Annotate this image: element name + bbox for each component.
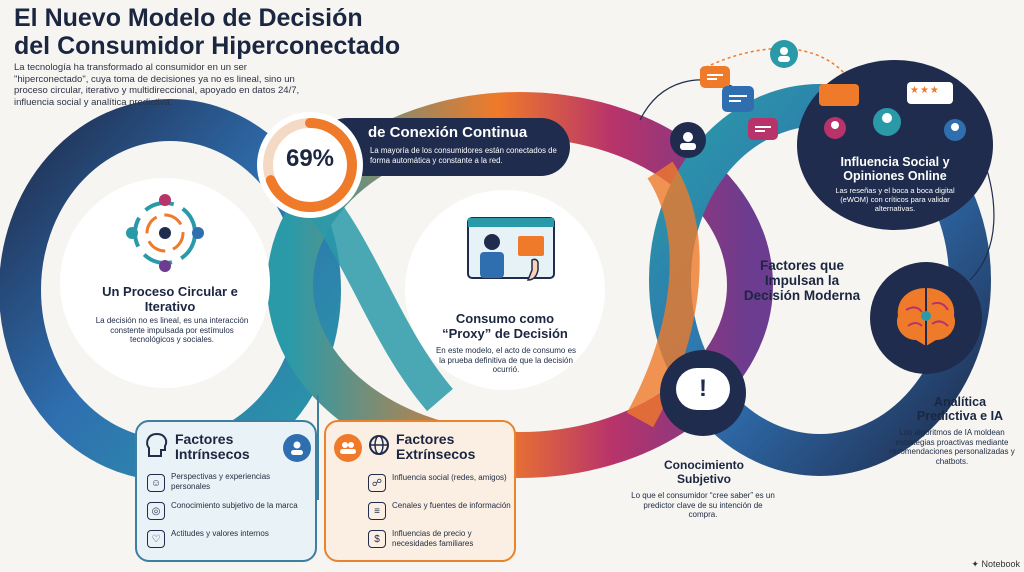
social-title: Influencia Social y Opiniones Online bbox=[840, 155, 950, 183]
user-profile-icon bbox=[670, 122, 706, 158]
extrinsic-item: Influencia social (redes, amigos) bbox=[392, 473, 507, 482]
connection-text: La mayoría de los consumidores están con… bbox=[370, 146, 557, 165]
title-line-1: El Nuevo Modelo de Decisión bbox=[14, 4, 363, 32]
circular-title: Un Proceso Circular e Iterativo bbox=[102, 284, 238, 314]
subjective-title: Conocimiento Subjetivo bbox=[664, 458, 744, 486]
heart-icon: ♡ bbox=[147, 530, 165, 548]
intrinsic-factors-card: Factores Intrínsecos ☺ Perspectivas y ex… bbox=[135, 420, 317, 562]
intrinsic-title: Factores Intrínsecos bbox=[175, 432, 250, 462]
analytics-title: Analítica Predictiva e IA bbox=[916, 395, 1004, 423]
target-icon: ◎ bbox=[147, 502, 165, 520]
message-bubble-icon bbox=[722, 86, 754, 112]
proxy-title: Consumo como “Proxy” de Decisión bbox=[425, 311, 585, 341]
social-network-icon: ☍ bbox=[368, 474, 386, 492]
extrinsic-title-line-2: Extrínsecos bbox=[396, 446, 476, 462]
circular-text: La decisión no es lineal, es una interac… bbox=[95, 316, 249, 345]
extrinsic-item: Cenales y fuentes de información bbox=[392, 501, 511, 510]
title-line-2: del Consumidor Hiperconectado bbox=[14, 32, 401, 60]
analytics-text: Los algoritmos de IA moldean estrategias… bbox=[889, 428, 1015, 466]
document-icon: ≡ bbox=[368, 502, 386, 520]
connection-title: de Conexión Continua bbox=[368, 124, 528, 141]
proxy-title-line-2: “Proxy” de Decisión bbox=[442, 325, 568, 341]
cycle-arrows-icon bbox=[126, 194, 204, 272]
intrinsic-item: Perspectivas y experiencias personales bbox=[171, 472, 271, 491]
proxy-text: En este modelo, el acto de consumo es la… bbox=[435, 346, 577, 375]
user-avatar-icon bbox=[770, 40, 798, 68]
rating-stars-icon: ★★★ bbox=[910, 85, 940, 96]
subjective-text: Lo que el consumidor “cree saber” es un … bbox=[631, 491, 775, 520]
connection-percent: 69% bbox=[285, 145, 335, 172]
online-shopping-icon bbox=[467, 217, 555, 281]
notebook-logo-icon: ✦ bbox=[971, 559, 982, 569]
extrinsic-item: Influencias de precio y necesidades fami… bbox=[392, 529, 474, 548]
percent-gauge bbox=[263, 118, 357, 212]
comment-bubble-icon bbox=[748, 118, 778, 140]
chat-bubble-icon bbox=[700, 66, 730, 88]
intro-text: La tecnología ha transformado al consumi… bbox=[14, 62, 300, 108]
footer-brand: ✦ Notebook bbox=[971, 559, 1020, 570]
percent-ring bbox=[257, 112, 363, 218]
footer-label: Notebook bbox=[981, 559, 1020, 569]
social-icons-cluster bbox=[819, 82, 966, 141]
extrinsic-title-line-1: Factores bbox=[396, 431, 455, 447]
intrinsic-title-line-1: Factores bbox=[175, 431, 234, 447]
person-badge-icon bbox=[283, 434, 311, 462]
extrinsic-title: Factores Extrínsecos bbox=[396, 432, 475, 462]
thought-bubble-icon: ! bbox=[676, 368, 730, 410]
intrinsic-title-line-2: Intrínsecos bbox=[175, 446, 250, 462]
factors-title: Factores que Impulsan la Decisión Modern… bbox=[743, 258, 861, 303]
globe-icon bbox=[368, 434, 390, 461]
intrinsic-item: Conocimiento subjetivo de la marca bbox=[171, 501, 298, 510]
head-silhouette-icon bbox=[145, 432, 169, 463]
money-icon: $ bbox=[368, 530, 386, 548]
circular-process-disc bbox=[60, 178, 270, 388]
intrinsic-item: Actitudes y valores internos bbox=[171, 529, 269, 538]
ai-brain-icon bbox=[896, 288, 956, 346]
page-title: El Nuevo Modelo de Decisión del Consumid… bbox=[14, 4, 444, 60]
people-icon: ☺ bbox=[147, 474, 165, 492]
extrinsic-factors-card: Factores Extrínsecos ☍ Influencia social… bbox=[324, 420, 516, 562]
social-text: Las reseñas y el boca a boca digital (eW… bbox=[835, 186, 955, 213]
proxy-title-line-1: Consumo como bbox=[455, 311, 555, 326]
group-badge-icon bbox=[334, 434, 362, 462]
